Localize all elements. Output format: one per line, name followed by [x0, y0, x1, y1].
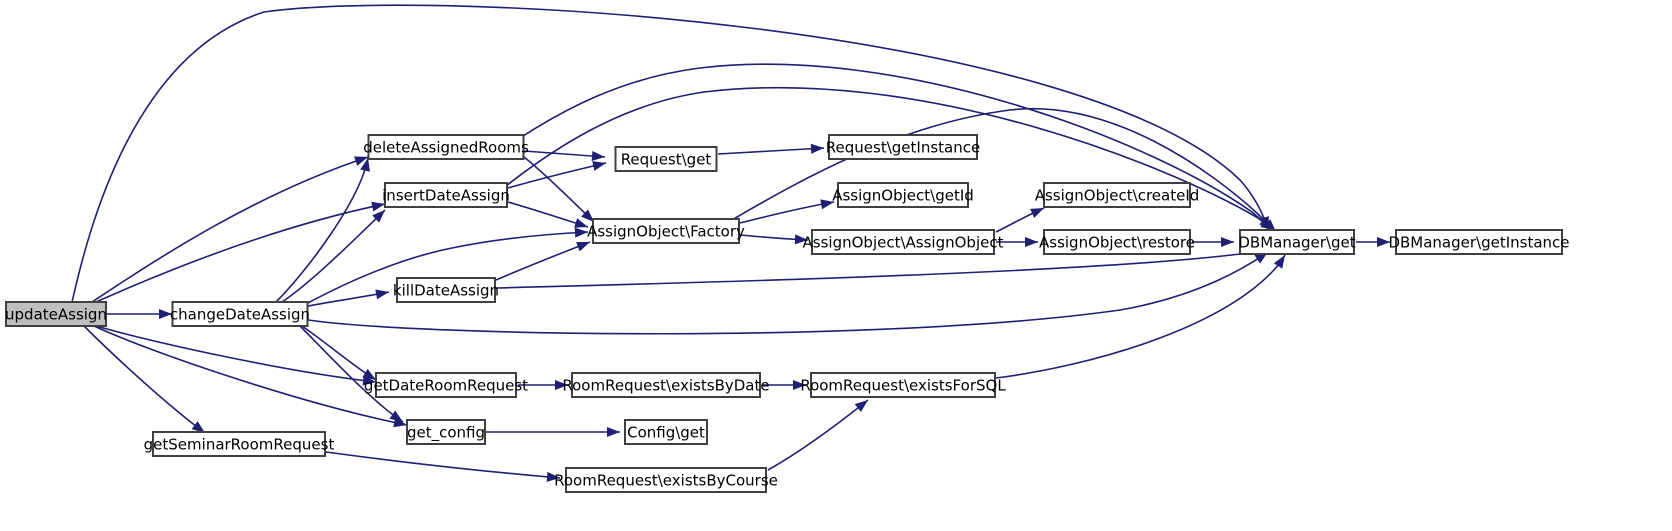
- edge-arrowhead: [1221, 237, 1234, 247]
- call-edge: [495, 241, 591, 281]
- call-edge: [995, 254, 1286, 379]
- graph-node-deleteassignedrooms[interactable]: deleteAssignedRooms: [363, 134, 529, 160]
- graph-node-roomrequest-existsbycourse[interactable]: RoomRequest\existsByCourse: [554, 467, 778, 493]
- call-edge: [739, 201, 835, 224]
- edge-arrowhead: [360, 158, 370, 172]
- graph-node-insertdateassign[interactable]: insertDateAssign: [382, 182, 510, 208]
- edge-arrowhead: [581, 209, 594, 222]
- node-box[interactable]: [837, 182, 969, 208]
- graph-node-roomrequest-existsbydate[interactable]: RoomRequest\existsByDate: [562, 372, 770, 398]
- edge-arrowhead: [794, 234, 808, 245]
- node-box[interactable]: [1395, 229, 1563, 255]
- graph-node-killdateassign[interactable]: killDateAssign: [393, 277, 499, 303]
- call-edge: [325, 451, 561, 479]
- node-box[interactable]: [152, 431, 326, 457]
- graph-node-config-get[interactable]: Config\get: [624, 419, 708, 445]
- node-box[interactable]: [592, 218, 740, 244]
- graph-node-getseminarroomrequest[interactable]: getSeminarRoomRequest: [144, 431, 335, 457]
- call-edge: [305, 231, 589, 305]
- edge-arrowhead: [159, 309, 172, 319]
- graph-node-dbmanager-get[interactable]: DBManager\get: [1238, 229, 1356, 255]
- edge-arrowhead: [389, 410, 403, 422]
- call-edge: [281, 209, 386, 303]
- call-edge: [519, 63, 1273, 231]
- call-edge: [307, 251, 1269, 335]
- call-edge: [301, 325, 377, 381]
- call-edge: [505, 86, 1275, 231]
- edge-arrowhead: [372, 210, 385, 223]
- graph-node-changedateassign[interactable]: changeDateAssign: [170, 301, 310, 327]
- node-box[interactable]: [614, 146, 718, 172]
- edge-arrowhead: [607, 427, 620, 437]
- node-box[interactable]: [396, 277, 496, 303]
- graph-node-assignobject-createid[interactable]: AssignObject\createId: [1035, 182, 1200, 208]
- call-edge: [767, 399, 869, 471]
- graph-node-dbmanager-getinstance[interactable]: DBManager\getInstance: [1388, 229, 1570, 255]
- node-box[interactable]: [1239, 229, 1355, 255]
- edge-arrowhead: [793, 380, 806, 390]
- edge-arrowhead: [371, 201, 385, 212]
- edge-arrowhead: [574, 218, 588, 228]
- edge-arrowhead: [1025, 237, 1038, 247]
- graph-node-updateassign[interactable]: updateAssign: [5, 301, 107, 327]
- node-box[interactable]: [1043, 229, 1191, 255]
- edge-arrowhead: [362, 368, 376, 380]
- graph-node-get-config[interactable]: get_config: [406, 419, 486, 445]
- edge-arrowhead: [546, 471, 560, 482]
- graph-node-getdateroomrequest[interactable]: getDateRoomRequest: [364, 372, 528, 398]
- node-box[interactable]: [384, 182, 508, 208]
- call-edge: [95, 325, 377, 383]
- node-box[interactable]: [811, 229, 995, 255]
- edge-arrowhead: [375, 289, 389, 300]
- graph-node-assignobject-restore[interactable]: AssignObject\restore: [1039, 229, 1195, 255]
- call-edge: [731, 107, 1277, 233]
- call-edge: [95, 203, 386, 303]
- edge-arrowhead: [1030, 208, 1044, 218]
- node-box[interactable]: [571, 372, 761, 398]
- edge-arrowhead: [555, 380, 568, 390]
- node-box[interactable]: [810, 372, 996, 398]
- edge-arrowhead: [576, 242, 590, 252]
- graph-node-request-getinstance[interactable]: Request\getInstance: [826, 134, 980, 160]
- graph-node-request-get[interactable]: Request\get: [614, 146, 718, 172]
- node-box[interactable]: [828, 134, 978, 160]
- graph-node-roomrequest-existsforsql[interactable]: RoomRequest\existsForSQL: [800, 372, 1006, 398]
- call-edge: [91, 156, 369, 303]
- call-edge: [93, 325, 408, 426]
- edge-arrowhead: [591, 150, 605, 161]
- node-box[interactable]: [1043, 182, 1191, 208]
- node-box[interactable]: [406, 419, 486, 445]
- edge-arrowhead: [854, 400, 868, 413]
- edge-arrowhead: [191, 421, 205, 433]
- edge-arrowhead: [1263, 219, 1276, 232]
- node-box[interactable]: [624, 419, 708, 445]
- call-edge: [523, 156, 595, 223]
- call-edge: [717, 147, 825, 155]
- graph-node-assignobject-factory[interactable]: AssignObject\Factory: [587, 218, 745, 244]
- edge-arrowhead: [592, 161, 606, 171]
- edge-arrowhead: [574, 227, 588, 238]
- edge-arrowhead: [820, 199, 834, 210]
- node-box[interactable]: [171, 301, 309, 327]
- node-box[interactable]: [367, 134, 525, 160]
- call-edge: [71, 4, 1269, 303]
- edge-arrowhead: [1377, 237, 1390, 247]
- edge-arrowhead: [354, 156, 368, 166]
- node-box[interactable]: [375, 372, 517, 398]
- call-edge: [83, 325, 206, 434]
- edge-arrowhead: [810, 143, 824, 154]
- node-box[interactable]: [565, 467, 767, 493]
- graph-node-assignobject-getid[interactable]: AssignObject\getId: [832, 182, 974, 208]
- call-edge: [507, 162, 607, 189]
- node-box[interactable]: [5, 301, 107, 327]
- graph-node-assignobject-assignobject[interactable]: AssignObject\AssignObject: [803, 229, 1004, 255]
- call-edge: [275, 157, 369, 303]
- edge-arrowhead: [1273, 255, 1285, 269]
- call-edge: [299, 325, 404, 423]
- edges-layer: [71, 4, 1390, 482]
